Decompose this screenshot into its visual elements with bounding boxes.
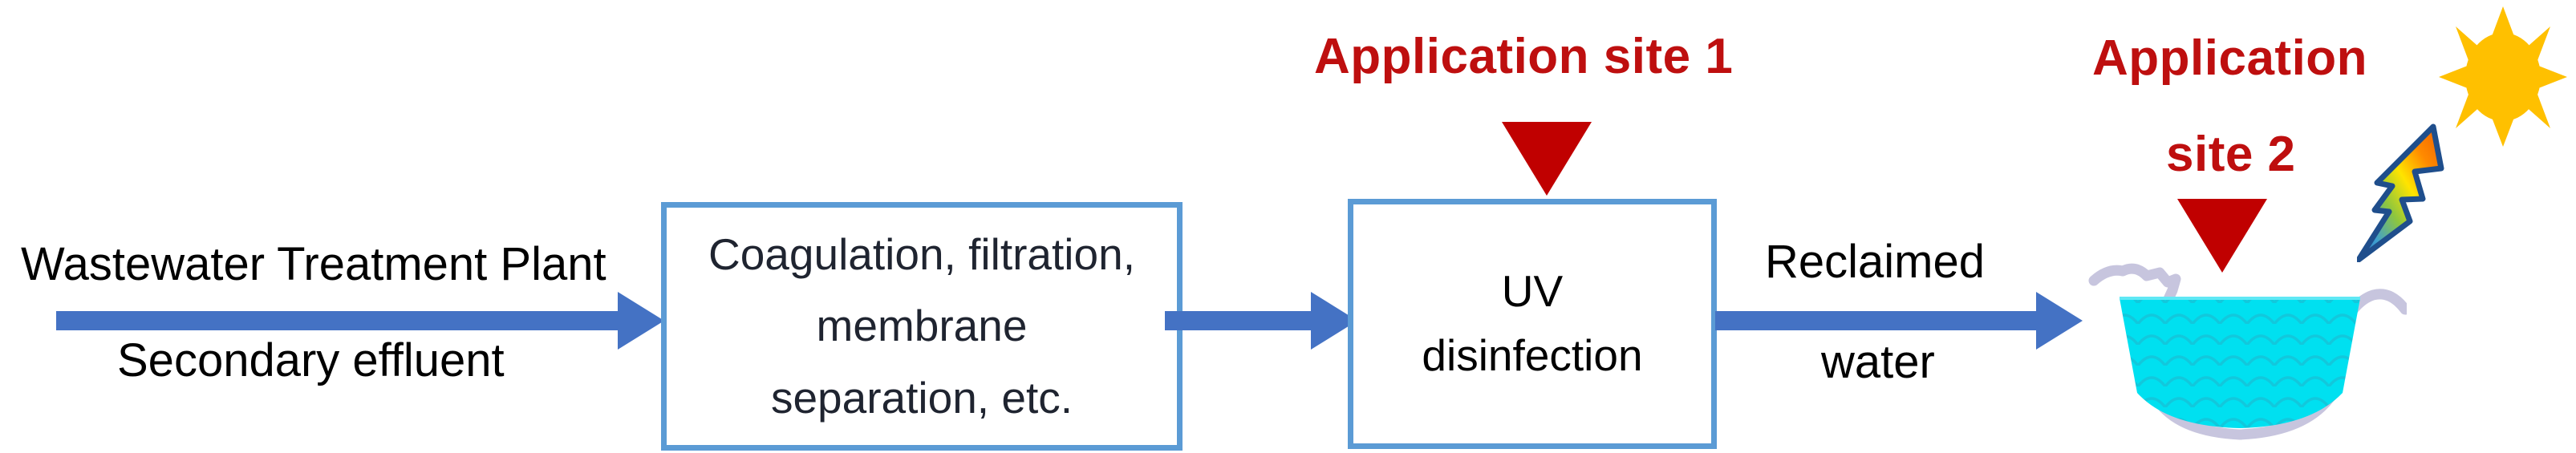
application-site-2-label-line-1: Application <box>2092 30 2368 86</box>
uv-disinfection-line-1: UV <box>1501 266 1564 317</box>
advanced-treatment-line-2: membrane <box>816 301 1028 351</box>
outflow-bottom-label: water <box>1821 336 1935 388</box>
inflow-top-label: Wastewater Treatment Plant <box>21 238 606 290</box>
process-box-uv-disinfection[interactable]: UV disinfection <box>1348 199 1717 449</box>
application-site-1-label: Application site 1 <box>1314 29 1734 84</box>
process-box-advanced-treatment[interactable]: Coagulation, filtration, membrane separa… <box>661 202 1183 451</box>
process-box-advanced-treatment-text: Coagulation, filtration, membrane separa… <box>700 219 1143 433</box>
flow-arrow-2 <box>1165 292 1357 350</box>
inflow-bottom-label: Secondary effluent <box>117 334 505 386</box>
flow-arrow-1 <box>56 292 664 350</box>
pond-water <box>2120 298 2360 428</box>
outflow-top-label: Reclaimed <box>1765 236 1985 288</box>
uv-disinfection-line-2: disinfection <box>1422 330 1643 380</box>
advanced-treatment-line-3: separation, etc. <box>770 372 1073 423</box>
advanced-treatment-line-1: Coagulation, filtration, <box>708 229 1135 280</box>
lightning-bolt-icon <box>2357 123 2444 262</box>
application-site-2-label-line-2: site 2 <box>2166 127 2296 182</box>
process-box-uv-disinfection-text: UV disinfection <box>1414 260 1650 388</box>
red-down-triangle-icon-site-1 <box>1502 122 1592 196</box>
red-down-triangle-icon-site-2 <box>2177 199 2267 273</box>
reclaimed-water-reservoir <box>2088 263 2407 440</box>
sun-icon <box>2439 6 2567 147</box>
flow-arrow-3 <box>1715 292 2083 350</box>
